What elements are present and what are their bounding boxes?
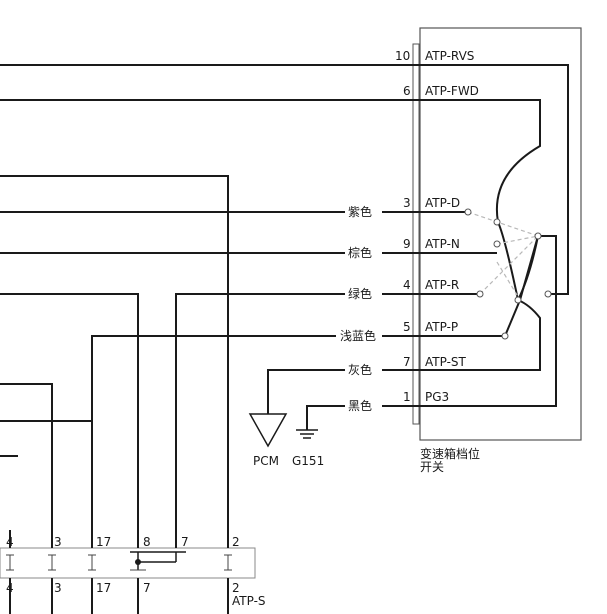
connector-top-pin-number: 17 bbox=[96, 535, 111, 549]
wire-color-label: 灰色 bbox=[348, 363, 372, 377]
contact-node-n bbox=[493, 240, 501, 248]
pin-signal: PG3 bbox=[425, 390, 449, 404]
pin-number: 7 bbox=[403, 355, 411, 369]
contact-node-common bbox=[534, 232, 542, 240]
switch-wiper-b bbox=[517, 235, 539, 301]
contact-node-r bbox=[476, 290, 484, 298]
wire-color-label: 浅蓝色 bbox=[340, 329, 376, 343]
wire-harness-pin-3 bbox=[0, 383, 53, 540]
contact-node-p bbox=[501, 332, 509, 340]
wire-atp-p-left bbox=[91, 335, 336, 540]
connector-bottom-pin-number: 2 bbox=[232, 581, 240, 595]
connector-pin-marker bbox=[88, 554, 96, 571]
connector-bottom-pin-number: 3 bbox=[54, 581, 62, 595]
connector-splice-bar bbox=[130, 551, 186, 571]
wire-atp-fwd bbox=[0, 99, 541, 223]
pin-number: 3 bbox=[403, 196, 411, 210]
switch-label-line1: 变速箱档位 bbox=[420, 446, 480, 461]
switch-outline bbox=[419, 27, 582, 441]
switch-connector-strip bbox=[412, 43, 420, 425]
pin-number: 10 bbox=[395, 49, 410, 63]
pin-number: 1 bbox=[403, 390, 411, 404]
wire-pg3-right bbox=[382, 235, 557, 407]
switch-dash-n2 bbox=[496, 261, 521, 301]
bottom-connector-body bbox=[0, 547, 256, 579]
switch-wiper-a bbox=[504, 235, 539, 337]
ground-icon bbox=[296, 429, 318, 439]
connector-bottom-signal: ATP-S bbox=[232, 594, 266, 608]
connector-bottom-pin-number: 17 bbox=[96, 581, 111, 595]
connector-pin-marker bbox=[224, 554, 232, 571]
g151-label: G151 bbox=[292, 454, 324, 468]
pin-number: 9 bbox=[403, 237, 411, 251]
switch-wiper-c bbox=[497, 221, 519, 301]
connector-top-pin-number: 4 bbox=[6, 535, 14, 549]
wire-atp-r-branch-b bbox=[175, 293, 345, 540]
pin-signal: ATP-RVS bbox=[425, 49, 474, 63]
pin-number: 6 bbox=[403, 84, 411, 98]
contact-node-fwd bbox=[493, 218, 501, 226]
pin-signal: ATP-FWD bbox=[425, 84, 479, 98]
wire-pg3-left bbox=[306, 405, 345, 430]
wire-atp-rvs bbox=[0, 64, 569, 295]
wire-color-label: 黑色 bbox=[348, 399, 372, 413]
wire-color-label: 紫色 bbox=[348, 205, 372, 219]
contact-node-rvs bbox=[544, 290, 552, 298]
connector-bottom-pin-number: 4 bbox=[6, 581, 14, 595]
connector-bottom-pin-number: 7 bbox=[143, 581, 151, 595]
wire-color-label: 绿色 bbox=[348, 286, 372, 301]
switch-dash-d bbox=[467, 211, 539, 237]
wire-color-label: 棕色 bbox=[348, 245, 372, 260]
wire-feed-pin-2 bbox=[0, 175, 229, 540]
pin-number: 4 bbox=[403, 278, 411, 292]
pin-signal: ATP-ST bbox=[425, 355, 467, 369]
connector-top-pin-number: 3 bbox=[54, 535, 62, 549]
pin-signal: ATP-R bbox=[425, 278, 459, 292]
pin-signal: ATP-N bbox=[425, 237, 460, 251]
pin-signal: ATP-D bbox=[425, 196, 460, 210]
connector-pin-marker bbox=[6, 554, 14, 571]
switch-label-line2: 开关 bbox=[420, 460, 444, 474]
wire-atp-st-left bbox=[267, 369, 345, 414]
pcm-label: PCM bbox=[253, 454, 279, 468]
pin-number: 5 bbox=[403, 320, 411, 334]
contact-node-d bbox=[464, 208, 472, 216]
contact-node-p-common bbox=[514, 296, 522, 304]
connector-top-pin-number: 2 bbox=[232, 535, 240, 549]
connector-top-pin-number: 8 bbox=[143, 535, 151, 549]
pcm-ground-triangle-icon bbox=[248, 413, 288, 448]
connector-pin-marker bbox=[48, 554, 56, 571]
pin-signal: ATP-P bbox=[425, 320, 458, 334]
connector-top-pin-number: 7 bbox=[181, 535, 189, 549]
wire-atp-r-branch-a bbox=[0, 293, 139, 540]
